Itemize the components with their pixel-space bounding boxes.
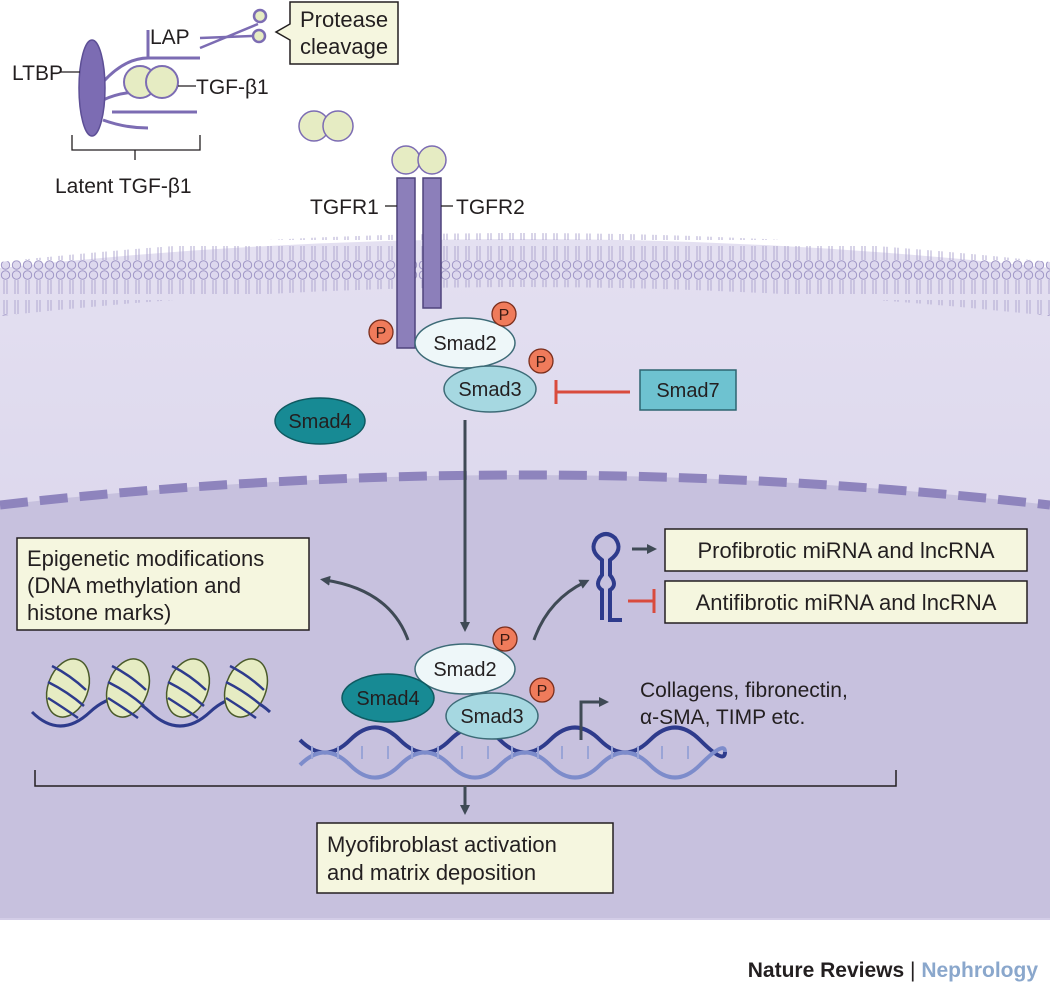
epigenetic-box <box>16 537 310 631</box>
dna-helix <box>298 725 727 780</box>
smad2-cytoplasm-label: Smad2 <box>433 333 496 355</box>
smad3-nucleus <box>445 692 539 740</box>
credit-section: Nephrology <box>921 959 1038 982</box>
smad3-cytoplasm-label: Smad3 <box>458 379 521 401</box>
smad4-cytoplasm <box>274 397 366 445</box>
phospho-smad2-cytoplasm <box>491 301 517 327</box>
tgf-beta1-label: TGF-β1 <box>196 76 269 99</box>
cell-membrane <box>0 233 1050 316</box>
outcome-text-1: Myofibroblast activation <box>327 832 557 857</box>
tgfr2-receptor <box>422 177 442 309</box>
epigenetic-text-1: Epigenetic modifications <box>27 546 264 571</box>
smad2-nucleus-label: Smad2 <box>433 659 496 681</box>
journal-credit: Nature Reviews | Nephrology <box>748 959 1039 982</box>
nucleosome-3 <box>165 658 211 720</box>
epigenetic-text-3: histone marks) <box>27 600 171 625</box>
free-tgf-ligand-right <box>322 110 354 142</box>
antifibrotic-text: Antifibrotic miRNA and lncRNA <box>696 590 997 615</box>
phospho-smad3-nucleus <box>529 677 555 703</box>
phospho-smad2-cytoplasm-label: P <box>499 307 510 324</box>
credit-separator: | <box>910 959 915 982</box>
profibrotic-text: Profibrotic miRNA and lncRNA <box>697 538 994 563</box>
rna-hairpin <box>591 532 622 622</box>
latent-tgf-complex <box>60 30 201 160</box>
tgfr1-receptor <box>396 177 416 349</box>
transcription-arrow <box>579 697 609 740</box>
outcome-text-2: and matrix deposition <box>327 860 536 885</box>
smad4-cytoplasm-label: Smad4 <box>288 411 351 433</box>
phospho-receptor-label: P <box>376 325 387 342</box>
tgfr1-label: TGFR1 <box>310 196 379 219</box>
smad3-nucleus-label: Smad3 <box>460 706 523 728</box>
nucleosome-1 <box>45 658 91 720</box>
targets-text-2: α-SMA, TIMP etc. <box>640 706 805 729</box>
credit-journal: Nature Reviews <box>748 959 904 982</box>
protease-callout <box>274 1 399 65</box>
smad2-nucleus <box>414 643 516 695</box>
tgf-ligand-right <box>145 65 179 99</box>
smad4-nucleus-label: Smad4 <box>356 688 419 710</box>
smad7-box <box>639 369 737 411</box>
ltbp-shape <box>78 39 106 137</box>
tgfr2-label: TGFR2 <box>456 196 525 219</box>
nucleosome-2 <box>105 658 151 720</box>
rna-arrow <box>532 579 590 641</box>
outcome-box <box>316 822 614 894</box>
antifibrotic-box <box>664 580 1028 624</box>
protease-text-1: Protease <box>300 7 388 32</box>
bound-ligand-right <box>417 145 447 175</box>
smad3-cytoplasm <box>443 365 537 413</box>
targets-text-1: Collagens, fibronectin, <box>640 679 848 702</box>
epigenetic-text-2: (DNA methylation and <box>27 573 241 598</box>
smad2-cytoplasm <box>414 317 516 369</box>
scissors-icon <box>199 8 268 50</box>
phospho-receptor <box>368 319 394 345</box>
protease-text-2: cleavage <box>300 34 388 59</box>
epigenetic-arrow <box>320 575 410 641</box>
phospho-smad3-nucleus-label: P <box>537 683 548 700</box>
phospho-smad3-cytoplasm-label: P <box>536 354 547 371</box>
smad4-nucleus <box>341 673 435 723</box>
nucleosome-4 <box>223 658 269 720</box>
profibrotic-box <box>664 528 1028 572</box>
lap-label: LAP <box>150 26 190 49</box>
smad7-label: Smad7 <box>656 380 719 402</box>
bound-ligand-left <box>391 145 421 175</box>
nuclear-envelope <box>0 470 1050 510</box>
phospho-smad2-nucleus <box>492 626 518 652</box>
ltbp-label: LTBP <box>12 62 63 85</box>
phospho-smad2-nucleus-label: P <box>500 632 511 649</box>
phospho-smad3-cytoplasm <box>528 348 554 374</box>
latent-tgf-beta1-label: Latent TGF-β1 <box>55 175 192 198</box>
